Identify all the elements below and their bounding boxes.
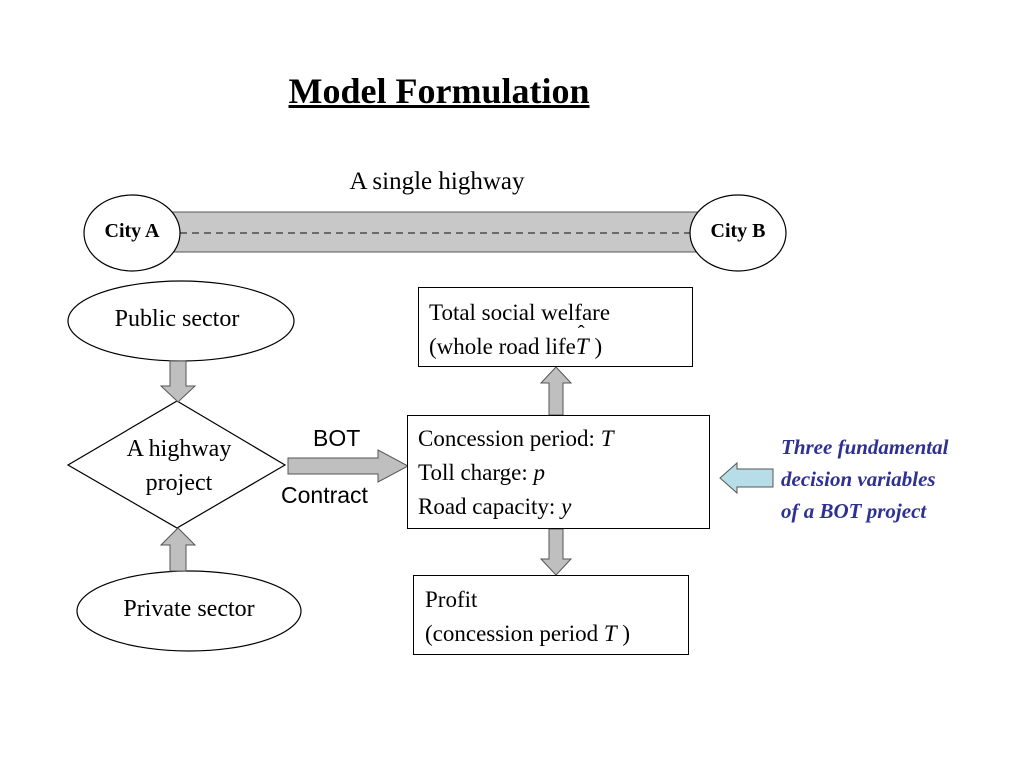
- arrow-public-to-project: [159, 360, 197, 403]
- profit-line-2-close: ): [616, 621, 631, 646]
- city-b-node: [689, 194, 787, 272]
- welfare-line-2-text: (whole road life: [429, 334, 576, 359]
- note-line-1: Three fundamental: [781, 435, 949, 459]
- decision-variables-box: Concession period: T Toll charge: p Road…: [407, 415, 710, 529]
- public-sector-label: Public sector: [114, 306, 240, 332]
- city-a-label: City A: [104, 220, 160, 242]
- profit-period-symbol: T: [603, 621, 617, 646]
- variable-capacity-label: Road capacity:: [418, 494, 562, 519]
- note-line-3: of a BOT project: [781, 499, 927, 523]
- variable-capacity-symbol: y: [561, 494, 572, 519]
- highway-project-node: [66, 400, 287, 529]
- project-line-2: project: [145, 470, 213, 496]
- variable-concession-label: Concession period:: [418, 426, 601, 451]
- welfare-line-1: Total social welfare: [429, 300, 611, 325]
- private-sector-label: Private sector: [123, 596, 255, 622]
- highway-label: A single highway: [349, 168, 525, 195]
- that-var: T: [575, 334, 589, 359]
- city-b-label: City B: [710, 220, 766, 242]
- variable-toll-symbol: p: [533, 460, 545, 485]
- hat-mark: ˆ: [577, 322, 585, 344]
- variable-toll: Toll charge: p: [418, 456, 709, 490]
- decision-variables-note: Three fundamental decision variables of …: [781, 431, 1011, 527]
- project-line-1: A highway: [126, 436, 232, 462]
- contract-label: Contract: [281, 482, 368, 508]
- profit-box: Profit (concession period T ): [413, 575, 689, 655]
- note-line-2: decision variables: [781, 467, 936, 491]
- variable-toll-label: Toll charge:: [418, 460, 534, 485]
- bot-label: BOT: [313, 425, 361, 451]
- arrow-private-to-project: [159, 527, 197, 572]
- welfare-line-2-close: ): [588, 334, 603, 359]
- arrow-bot-contract: [287, 449, 410, 483]
- variable-capacity: Road capacity: y: [418, 490, 709, 524]
- arrow-to-welfare: [539, 366, 573, 416]
- city-a-node: [83, 194, 181, 272]
- profit-line-1: Profit: [425, 587, 478, 612]
- private-sector-node: [76, 570, 302, 652]
- note-arrow: [719, 461, 774, 495]
- profit-line-2: (concession period T ): [425, 617, 688, 651]
- highway-road: [164, 211, 711, 253]
- highway-project-label: A highway project: [90, 432, 268, 500]
- arrow-to-profit: [539, 528, 573, 576]
- variable-concession-symbol: T: [600, 426, 614, 451]
- variable-concession: Concession period: T: [418, 422, 709, 456]
- page-title: Model Formulation: [288, 71, 590, 111]
- profit-line-2-text: (concession period: [425, 621, 604, 646]
